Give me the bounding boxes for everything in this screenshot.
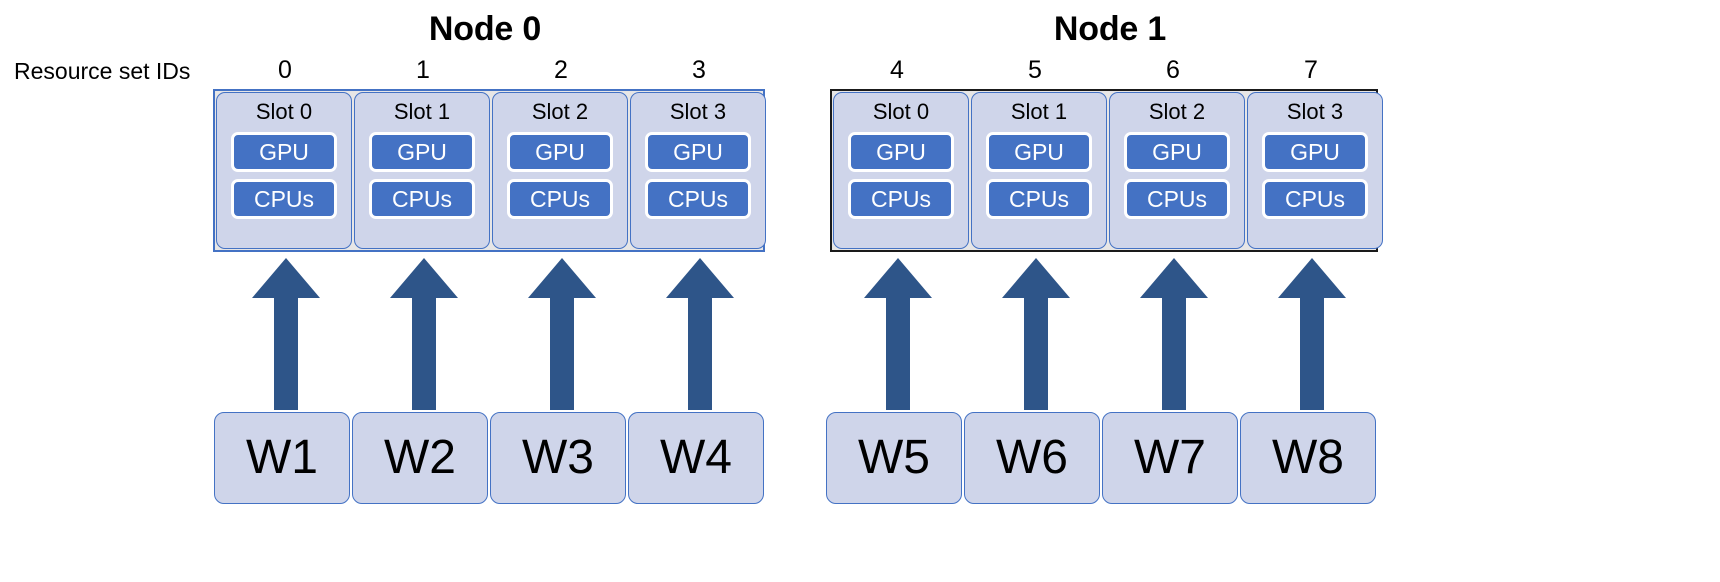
arrow-up-icon-w4	[666, 258, 734, 410]
cpus-resource[interactable]: CPUs	[848, 179, 954, 219]
slot-card-3[interactable]: Slot 3 GPU CPUs	[630, 92, 766, 249]
resource-set-id-3: 3	[692, 56, 706, 84]
node-title-1: Node 1	[1053, 10, 1167, 48]
slot-label: Slot 3	[1286, 99, 1344, 124]
cpus-resource[interactable]: CPUs	[645, 179, 751, 219]
arrow-up-icon-w3	[528, 258, 596, 410]
slot-label: Slot 3	[669, 99, 727, 124]
slot-card-4[interactable]: Slot 0 GPU CPUs	[833, 92, 969, 249]
arrow-up-icon-w2	[390, 258, 458, 410]
resource-set-id-7: 7	[1304, 56, 1318, 84]
gpu-resource[interactable]: GPU	[848, 132, 954, 172]
slot-card-1[interactable]: Slot 1 GPU CPUs	[354, 92, 490, 249]
cpus-resource[interactable]: CPUs	[1124, 179, 1230, 219]
arrow-up-icon-w7	[1140, 258, 1208, 410]
resource-set-id-4: 4	[890, 56, 904, 84]
cpus-resource[interactable]: CPUs	[507, 179, 613, 219]
worker-box-w8[interactable]: W8	[1240, 412, 1376, 504]
gpu-resource[interactable]: GPU	[369, 132, 475, 172]
arrow-up-icon-w8	[1278, 258, 1346, 410]
worker-box-w1[interactable]: W1	[214, 412, 350, 504]
resource-set-id-6: 6	[1166, 56, 1180, 84]
resource-set-id-2: 2	[554, 56, 568, 84]
arrow-up-icon-w6	[1002, 258, 1070, 410]
cpus-resource[interactable]: CPUs	[986, 179, 1092, 219]
slot-card-7[interactable]: Slot 3 GPU CPUs	[1247, 92, 1383, 249]
worker-box-w3[interactable]: W3	[490, 412, 626, 504]
gpu-resource[interactable]: GPU	[1262, 132, 1368, 172]
slot-label: Slot 1	[1010, 99, 1068, 124]
cpus-resource[interactable]: CPUs	[1262, 179, 1368, 219]
resource-set-ids-label: Resource set IDs	[14, 58, 191, 84]
slot-card-6[interactable]: Slot 2 GPU CPUs	[1109, 92, 1245, 249]
worker-box-w7[interactable]: W7	[1102, 412, 1238, 504]
slot-card-5[interactable]: Slot 1 GPU CPUs	[971, 92, 1107, 249]
slot-card-0[interactable]: Slot 0 GPU CPUs	[216, 92, 352, 249]
worker-box-w2[interactable]: W2	[352, 412, 488, 504]
arrow-up-icon-w5	[864, 258, 932, 410]
slot-label: Slot 2	[1148, 99, 1206, 124]
arrow-up-icon-w1	[252, 258, 320, 410]
resource-set-id-5: 5	[1028, 56, 1042, 84]
gpu-resource[interactable]: GPU	[231, 132, 337, 172]
slot-label: Slot 2	[531, 99, 589, 124]
gpu-resource[interactable]: GPU	[507, 132, 613, 172]
worker-box-w5[interactable]: W5	[826, 412, 962, 504]
resource-set-id-1: 1	[416, 56, 430, 84]
worker-box-w4[interactable]: W4	[628, 412, 764, 504]
resource-set-id-0: 0	[278, 56, 292, 84]
cpus-resource[interactable]: CPUs	[369, 179, 475, 219]
node-title-0: Node 0	[428, 10, 542, 48]
slot-label: Slot 1	[393, 99, 451, 124]
slot-card-2[interactable]: Slot 2 GPU CPUs	[492, 92, 628, 249]
cpus-resource[interactable]: CPUs	[231, 179, 337, 219]
gpu-resource[interactable]: GPU	[986, 132, 1092, 172]
slot-label: Slot 0	[255, 99, 313, 124]
gpu-resource[interactable]: GPU	[1124, 132, 1230, 172]
gpu-resource[interactable]: GPU	[645, 132, 751, 172]
worker-box-w6[interactable]: W6	[964, 412, 1100, 504]
slot-label: Slot 0	[872, 99, 930, 124]
